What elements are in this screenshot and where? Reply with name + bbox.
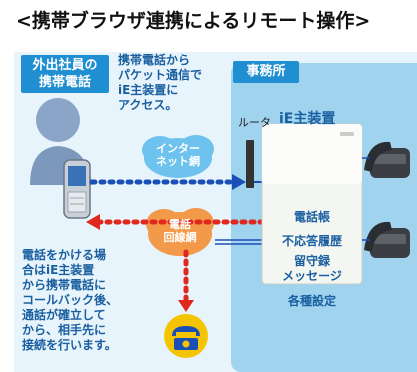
ie-main-unit-icon (261, 123, 363, 285)
mobile-phone-icon (63, 159, 91, 219)
desk-phone-top-icon (364, 141, 410, 178)
desk-phone-bottom-icon (364, 221, 410, 258)
diagram-title: <携帯ブラウザ連携によるリモート操作> (16, 10, 371, 32)
access-note: 携帯電話から パケット通信で iE主装置に アクセス。 (118, 53, 203, 112)
phone-network-label: 電話 回線網 (163, 218, 197, 244)
ringing-phone-icon (164, 314, 208, 358)
callback-note: 電話をかける場 合はiE主装置 から携帯電話に コールバック後、 通話が確立して… (22, 248, 119, 352)
feature-settings: 各種設定 (287, 294, 336, 308)
router-label: ルータ (238, 116, 271, 129)
phone-network-arrow (86, 214, 265, 312)
internet-label: インター ネット網 (156, 142, 200, 168)
mobile-staff-badge: 外出社員の 携帯電話 (21, 55, 109, 93)
main-unit-label: iE主装置 (279, 111, 336, 127)
feature-phonebook: 電話帳 (293, 210, 330, 224)
internet-cloud-icon (142, 135, 214, 178)
office-badge: 事務所 (233, 61, 299, 83)
feature-voicemail: 留守録 メッセージ (282, 254, 342, 283)
internet-arrow (89, 174, 246, 190)
router-icon (246, 140, 254, 188)
feature-missed-calls: 不応答履歴 (281, 234, 342, 248)
mobile-staff-label: 外出社員の 携帯電話 (32, 58, 98, 90)
